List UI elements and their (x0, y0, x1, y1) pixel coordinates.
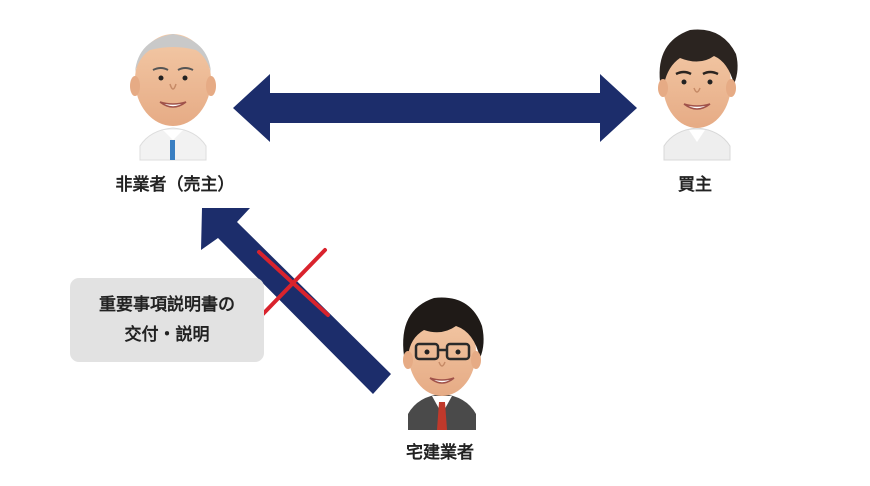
explanation-line-1: 重要事項説明書の (99, 295, 235, 315)
seller-label: 非業者（売主） (115, 175, 235, 195)
transaction-double-arrow (233, 74, 637, 142)
red-cross-icon (257, 248, 330, 317)
agent-to-seller-arrow (201, 208, 391, 394)
explanation-line-2: 交付・説明 (124, 325, 210, 345)
man-with-glasses-avatar-icon (403, 297, 484, 430)
young-man-avatar-icon (658, 29, 738, 161)
agent-label: 宅建業者 (406, 443, 474, 463)
explanation-box: 重要事項説明書の 交付・説明 (70, 278, 264, 362)
buyer-label: 買主 (678, 175, 712, 195)
bald-man-avatar-icon (130, 34, 216, 161)
